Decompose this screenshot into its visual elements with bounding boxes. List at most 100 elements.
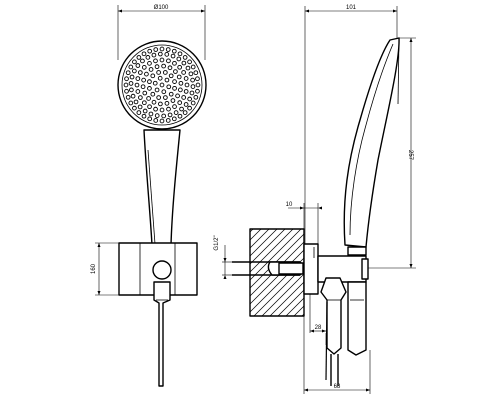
nozzle-dot [146,96,151,101]
nozzle-dot [176,56,182,62]
nozzle-dot [147,61,152,66]
nozzle-dot [144,71,149,77]
outlet-label: G1/2" [214,235,220,250]
nozzle-dot [181,95,187,100]
nozzle-dot [133,99,139,105]
nozzle-dot [145,55,151,60]
nozzle-dot [171,48,177,54]
nozzle-dot [159,57,165,63]
nozzle-dot [128,100,134,106]
nozzle-dot [157,75,163,81]
nozzle-dot [173,69,178,74]
length-label: 257 [407,150,413,161]
nozzle-dot [193,94,199,100]
nozzle-dot [132,68,137,74]
nozzle-dot [187,96,192,102]
nozzle-dot [153,47,159,52]
hatch-line [250,229,270,249]
nozzle-dot [177,113,183,119]
nozzle-dot [159,46,165,52]
nozzle-dot [165,47,171,52]
nozzle-dot [154,64,160,70]
nozzle-dot [154,113,160,118]
nozzle-dot [163,95,168,100]
nozzle-dot [177,51,183,57]
hatch-line [253,265,304,316]
wall-offset-dimension: 10 [286,202,322,244]
nozzle-dot [187,105,192,111]
nozzle-dot [165,118,171,123]
head-diameter-label: Ø100 [154,5,169,11]
nozzle-dot [124,88,129,94]
nozzle-dot [195,76,200,82]
nozzle-dot [128,81,134,86]
nozzle-dot [190,100,196,106]
bracket-depth-dimension: 28 [309,294,327,345]
nozzle-dot [135,89,141,94]
nozzle-dot [190,64,196,70]
nozzle-dot [175,93,180,99]
wall-offset-label: 10 [286,202,293,208]
nozzle-dot [152,80,158,86]
bracket-height-label: 160 [91,263,97,274]
nozzle-dot [172,60,177,66]
nozzle-dot [130,93,136,99]
total-depth-dimension: 68 [303,316,371,394]
nozzle-dot [123,82,129,88]
nozzle-dot [137,70,143,75]
nozzle-dot [134,82,140,88]
nozzle-dot [166,106,171,112]
shower-handle [143,129,181,246]
nozzle-dot [161,113,167,119]
nozzle-dot [182,110,188,115]
width-dimension: 101 [304,5,398,244]
hatch-line [358,216,458,316]
nozzle-dot [156,70,161,75]
head-diameter-dimension: Ø100 [117,5,206,60]
hatch-line [285,297,304,316]
nozzle-dot [170,53,176,59]
front-view: Ø100 160 [91,5,207,387]
hatch-line [261,273,304,316]
hatch-line [250,229,278,257]
hatch-line [250,229,294,273]
nozzle-dot [167,65,173,71]
nozzle-dot [177,100,183,105]
nozzle-dot [153,106,158,112]
nozzle-dot [156,95,162,100]
nozzle-dot [137,104,143,110]
nozzle-dot [166,58,171,64]
nozzle-dot [162,70,168,75]
nozzle-dot [138,95,143,100]
nozzle-dot [140,84,146,90]
nozzle-dot [172,104,177,109]
nozzle-dot [164,100,170,106]
nozzle-dot [159,107,165,113]
nozzle-dot [172,85,177,91]
nozzle-dot [159,82,165,88]
side-view: G1/2" [214,5,458,394]
hatch-line [250,229,302,281]
nozzle-dot [161,63,166,69]
nozzle-dot [136,55,142,60]
nozzle-dot [188,71,194,77]
nozzle-dot [183,76,189,81]
nozzle-dot [168,73,174,79]
nozzle-dot [173,110,179,115]
nozzle-dot [151,52,157,58]
nozzle-dot [136,110,142,115]
nozzle-dot [178,80,184,86]
nozzle-dot [181,60,187,66]
nozzle-dot [159,118,165,124]
nozzle-dot [129,87,134,93]
nozzle-dot [128,64,134,70]
nozzle-dot [185,65,191,71]
width-label: 101 [346,5,357,11]
nozzle-dot [142,90,148,96]
nozzle-dot [166,84,172,90]
nozzle-dot [183,89,189,94]
nozzle-dot [142,108,148,114]
nozzle-dot [189,90,195,96]
nozzle-dot [140,58,145,64]
nozzle-dot [190,84,196,89]
